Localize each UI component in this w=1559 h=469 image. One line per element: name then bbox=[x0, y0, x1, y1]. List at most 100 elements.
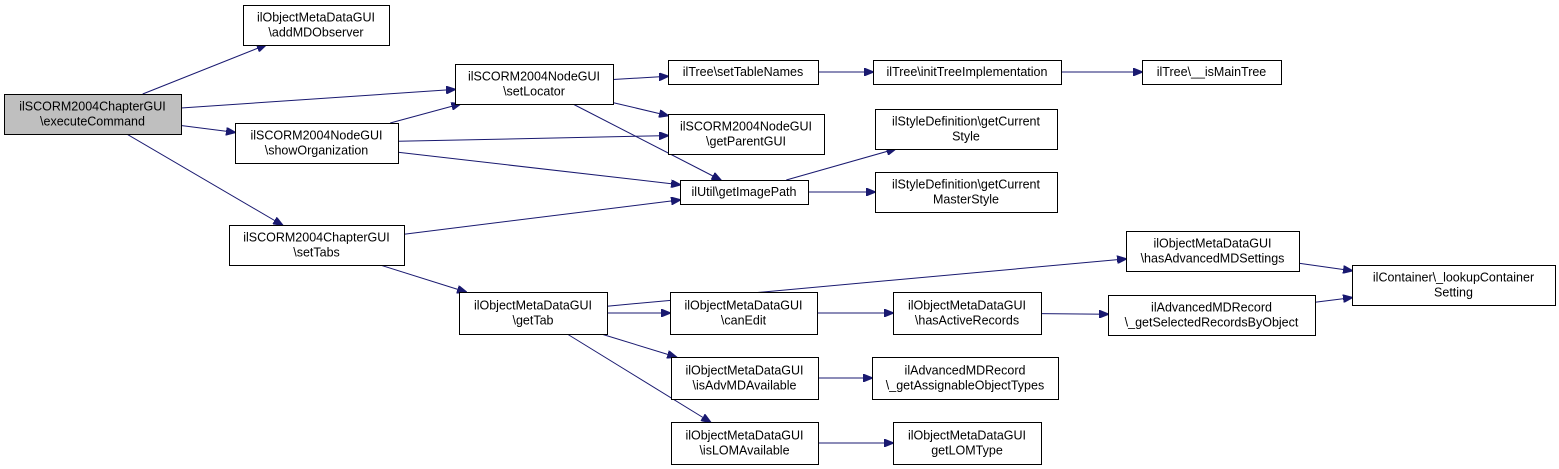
node-label: ilTree\__isMainTree bbox=[1157, 65, 1267, 79]
node-box[interactable] bbox=[1108, 295, 1316, 336]
node-label: \_getAssignableObjectTypes bbox=[886, 379, 1044, 393]
node-root[interactable]: ilSCORM2004ChapterGUI\executeCommand bbox=[4, 94, 182, 135]
node-label: \hasActiveRecords bbox=[915, 314, 1019, 328]
node-label: ilSCORM2004NodeGUI bbox=[251, 129, 383, 143]
node-label: ilAdvancedMDRecord bbox=[1151, 301, 1272, 315]
node-isLOMAvailable[interactable]: ilObjectMetaDataGUI\isLOMAvailable bbox=[671, 422, 819, 465]
node-label: \getParentGUI bbox=[706, 135, 786, 149]
edge-showOrganization-to-getImagePath bbox=[397, 151, 680, 184]
node-getTab[interactable]: ilObjectMetaDataGUI\getTab bbox=[459, 292, 608, 335]
node-label: \executeCommand bbox=[40, 115, 145, 129]
edge-hasActiveRecords-to-getSelectedRecordsByObject bbox=[1040, 314, 1108, 315]
node-label: \showOrganization bbox=[265, 144, 369, 158]
node-label: \setTabs bbox=[293, 246, 340, 260]
node-label: \getTab bbox=[512, 314, 553, 328]
node-label: ilObjectMetaDataGUI bbox=[684, 299, 802, 313]
node-label: ilAdvancedMDRecord bbox=[905, 364, 1026, 378]
node-label: ilTree\setTableNames bbox=[683, 65, 803, 79]
node-box[interactable] bbox=[893, 292, 1042, 335]
node-box[interactable] bbox=[229, 225, 405, 266]
node-label: ilObjectMetaDataGUI bbox=[257, 11, 375, 25]
node-box[interactable] bbox=[670, 292, 818, 335]
node-hasAdvancedMDSettings[interactable]: ilObjectMetaDataGUI\hasAdvancedMDSetting… bbox=[1126, 231, 1300, 272]
edge-showOrganization-to-getParentGUI bbox=[397, 136, 668, 142]
node-isAdvMDAvailable[interactable]: ilObjectMetaDataGUI\isAdvMDAvailable bbox=[671, 357, 819, 400]
node-box[interactable] bbox=[4, 94, 182, 135]
node-box[interactable] bbox=[671, 357, 819, 400]
node-getImagePath[interactable]: ilUtil\getImagePath bbox=[680, 180, 809, 205]
node-setLocator[interactable]: ilSCORM2004NodeGUI\setLocator bbox=[455, 64, 614, 105]
node-label: ilObjectMetaDataGUI bbox=[908, 299, 1026, 313]
edge-setLocator-to-getParentGUI bbox=[612, 102, 668, 116]
node-setTableNames[interactable]: ilTree\setTableNames bbox=[668, 60, 819, 85]
node-label: ilContainer\_lookupContainer bbox=[1373, 271, 1534, 285]
node-label: ilStyleDefinition\getCurrent bbox=[892, 115, 1041, 129]
node-label: ilStyleDefinition\getCurrent bbox=[892, 178, 1041, 192]
node-label: ilSCORM2004ChapterGUI bbox=[243, 231, 390, 245]
edge-getTab-to-isLOMAvailable bbox=[566, 333, 710, 422]
node-box[interactable] bbox=[243, 5, 390, 46]
node-addMDObserver[interactable]: ilObjectMetaDataGUI\addMDObserver bbox=[243, 5, 390, 46]
node-label: \isAdvMDAvailable bbox=[693, 379, 797, 393]
node-box[interactable] bbox=[680, 180, 809, 205]
edge-showOrganization-to-setLocator bbox=[390, 104, 460, 124]
edge-layer bbox=[126, 45, 1352, 443]
node-label: ilUtil\getImagePath bbox=[692, 185, 797, 199]
node-box[interactable] bbox=[875, 109, 1058, 150]
node-label: \_getSelectedRecordsByObject bbox=[1125, 316, 1299, 330]
edge-setLocator-to-setTableNames bbox=[612, 76, 668, 79]
node-box[interactable] bbox=[235, 123, 399, 164]
edge-root-to-showOrganization bbox=[180, 125, 235, 133]
node-getAssignableObjectTypes[interactable]: ilAdvancedMDRecord\_getAssignableObjectT… bbox=[872, 357, 1059, 400]
node-label: ilObjectMetaDataGUI bbox=[908, 429, 1026, 443]
node-label: ilSCORM2004ChapterGUI bbox=[19, 100, 166, 114]
node-box[interactable] bbox=[875, 172, 1058, 213]
node-label: ilObjectMetaDataGUI bbox=[474, 299, 592, 313]
node-layer: ilSCORM2004ChapterGUI\executeCommandilOb… bbox=[4, 5, 1556, 465]
edge-setTabs-to-getTab bbox=[380, 264, 466, 292]
edge-root-to-setTabs bbox=[126, 133, 283, 225]
node-label: ilObjectMetaDataGUI bbox=[685, 429, 803, 443]
node-box[interactable] bbox=[893, 422, 1042, 465]
node-label: \isLOMAvailable bbox=[699, 444, 789, 458]
node-box[interactable] bbox=[455, 64, 614, 105]
edge-hasAdvancedMDSettings-to-lookupContainerSetting bbox=[1298, 262, 1352, 271]
edge-root-to-setLocator bbox=[180, 89, 455, 109]
node-initTreeImplementation[interactable]: ilTree\initTreeImplementation bbox=[873, 60, 1062, 85]
node-label: \addMDObserver bbox=[268, 26, 363, 40]
node-box[interactable] bbox=[1142, 60, 1282, 85]
node-box[interactable] bbox=[873, 60, 1062, 85]
edge-getTab-to-isAdvMDAvailable bbox=[601, 333, 676, 357]
node-box[interactable] bbox=[668, 60, 819, 85]
node-getSelectedRecordsByObject[interactable]: ilAdvancedMDRecord\_getSelectedRecordsBy… bbox=[1108, 295, 1316, 336]
node-label: \setLocator bbox=[503, 85, 565, 99]
node-box[interactable] bbox=[1126, 231, 1300, 272]
node-label: Style bbox=[952, 130, 980, 144]
node-box[interactable] bbox=[459, 292, 608, 335]
node-label: ilSCORM2004NodeGUI bbox=[680, 120, 812, 134]
edge-setLocator-to-getImagePath bbox=[572, 103, 721, 180]
node-box[interactable] bbox=[1352, 265, 1556, 306]
node-label: MasterStyle bbox=[933, 193, 999, 207]
node-canEdit[interactable]: ilObjectMetaDataGUI\canEdit bbox=[670, 292, 818, 335]
node-label: getLOMType bbox=[931, 444, 1003, 458]
node-box[interactable] bbox=[671, 422, 819, 465]
node-isMainTree[interactable]: ilTree\__isMainTree bbox=[1142, 60, 1282, 85]
edge-getSelectedRecordsByObject-to-lookupContainerSetting bbox=[1314, 298, 1352, 303]
node-getParentGUI[interactable]: ilSCORM2004NodeGUI\getParentGUI bbox=[668, 114, 825, 155]
node-hasActiveRecords[interactable]: ilObjectMetaDataGUI\hasActiveRecords bbox=[893, 292, 1042, 335]
edge-getImagePath-to-getCurrentStyle bbox=[786, 149, 895, 181]
node-label: ilTree\initTreeImplementation bbox=[887, 65, 1048, 79]
node-box[interactable] bbox=[872, 357, 1059, 400]
node-showOrganization[interactable]: ilSCORM2004NodeGUI\showOrganization bbox=[235, 123, 399, 164]
node-label: \hasAdvancedMDSettings bbox=[1141, 252, 1285, 266]
edge-setTabs-to-getImagePath bbox=[403, 200, 680, 235]
node-label: ilObjectMetaDataGUI bbox=[1153, 237, 1271, 251]
node-label: ilSCORM2004NodeGUI bbox=[468, 70, 600, 84]
node-box[interactable] bbox=[668, 114, 825, 155]
node-setTabs[interactable]: ilSCORM2004ChapterGUI\setTabs bbox=[229, 225, 405, 266]
